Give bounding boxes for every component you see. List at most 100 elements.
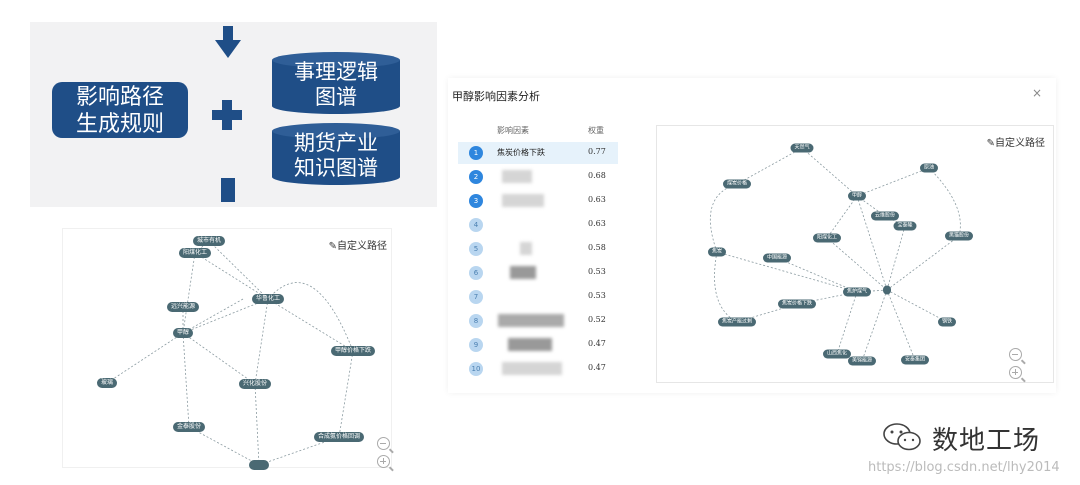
graph-node[interactable]: 焦炭产能过剩 — [717, 317, 757, 327]
close-icon[interactable]: × — [1031, 86, 1042, 100]
col-header-factor: 影响因素 — [497, 126, 529, 135]
weight-value: 0.53 — [588, 291, 606, 300]
logic-graph-cylinder: 事理逻辑 图谱 — [272, 52, 400, 114]
graph-node-hub[interactable] — [883, 285, 891, 295]
graph-node[interactable]: 美锦能源 — [847, 356, 877, 366]
zoom-out-icon[interactable] — [377, 437, 390, 450]
rank-badge: 9 — [469, 338, 483, 352]
rank-badge: 4 — [469, 218, 483, 232]
graph-node[interactable]: 黑猫股份 — [944, 231, 974, 241]
factor-analysis-dialog: 甲醇影响因素分析 × 影响因素 权重 1 焦炭价格下跌 0.77 2 0.68 … — [448, 78, 1056, 393]
graph-node[interactable]: 金泰股份 — [172, 422, 206, 432]
dialog-title: 甲醇影响因素分析 — [452, 90, 540, 103]
graph-node[interactable]: 焦炭价格下跌 — [777, 299, 817, 309]
right-graph-edges — [710, 147, 961, 362]
table-row[interactable]: 2 0.68 — [458, 166, 618, 188]
rules-box: 影响路径 生成规则 — [52, 82, 188, 138]
graph-node[interactable]: 甲醇 — [847, 191, 867, 201]
cyl2-line1: 期货产业 — [294, 131, 378, 155]
graph-node[interactable]: 焦炭 — [707, 247, 727, 257]
source-url: https://blog.csdn.net/lhy2014 — [868, 460, 1060, 475]
redacted-text — [502, 194, 544, 207]
redacted-text — [520, 242, 532, 255]
graph-node[interactable]: 宝泰隆 — [893, 221, 917, 231]
table-row[interactable]: 4 0.63 — [458, 214, 618, 236]
graph-node[interactable]: 中国能源 — [762, 253, 792, 263]
graph-node[interactable]: 阳煤化工 — [812, 233, 842, 243]
rank-badge: 6 — [469, 266, 483, 280]
cyl1-line1: 事理逻辑 — [294, 60, 378, 84]
futures-graph-cylinder: 期货产业 知识图谱 — [272, 123, 400, 185]
graph-node-partial[interactable] — [249, 460, 269, 470]
custom-path-button[interactable]: ✎自定义路径 — [987, 134, 1045, 149]
table-row[interactable]: 8 0.52 — [458, 310, 618, 332]
graph-node[interactable]: 远兴能源 — [166, 302, 200, 312]
redacted-text — [510, 266, 536, 279]
graph-node[interactable]: 山西焦化 — [822, 349, 852, 359]
weight-value: 0.53 — [588, 267, 606, 276]
graph-node[interactable]: 合成氨价格回调 — [313, 432, 365, 442]
redacted-text — [502, 362, 562, 375]
rank-badge: 7 — [469, 290, 483, 304]
wechat-icon — [883, 423, 921, 451]
graph-node[interactable]: 焦炉煤气 — [842, 287, 872, 297]
rank-badge: 2 — [469, 170, 483, 184]
graph-node[interactable]: 煤炭价格 — [722, 179, 752, 189]
graph-node[interactable]: 华鲁化工 — [251, 294, 285, 304]
rank-badge: 3 — [469, 194, 483, 208]
col-header-weight: 权重 — [588, 126, 604, 135]
table-row[interactable]: 6 0.53 — [458, 262, 618, 284]
graph-node[interactable]: 甲醇价格下跌 — [330, 346, 376, 356]
custom-path-button[interactable]: ✎自定义路径 — [329, 237, 387, 252]
edit-icon: ✎ — [986, 138, 995, 149]
weight-value: 0.68 — [588, 171, 606, 180]
weight-value: 0.52 — [588, 315, 606, 324]
weight-value: 0.58 — [588, 243, 606, 252]
graph-node[interactable]: 云维股份 — [870, 211, 900, 221]
table-row[interactable]: 1 焦炭价格下跌 0.77 — [458, 142, 618, 164]
table-row[interactable]: 10 0.47 — [458, 358, 618, 380]
table-row[interactable]: 9 0.47 — [458, 334, 618, 356]
rank-badge: 10 — [469, 362, 483, 376]
factor-name: 焦炭价格下跌 — [497, 148, 545, 157]
redacted-text — [502, 170, 532, 183]
rank-badge: 1 — [469, 146, 483, 160]
zoom-out-icon[interactable] — [1009, 348, 1022, 361]
custom-path-label: 自定义路径 — [337, 241, 387, 252]
weight-value: 0.63 — [588, 195, 606, 204]
connector-bar — [221, 178, 235, 202]
table-row[interactable]: 5 0.58 — [458, 238, 618, 260]
table-row[interactable]: 7 0.53 — [458, 286, 618, 308]
left-knowledge-graph: ✎自定义路径 城市有机 — [62, 228, 392, 470]
arrow-down-icon — [215, 26, 241, 58]
graph-node[interactable]: 兴化股份 — [238, 379, 272, 389]
zoom-in-icon[interactable] — [377, 455, 390, 468]
cyl2-line2: 知识图谱 — [294, 156, 378, 180]
weight-value: 0.47 — [588, 363, 606, 372]
weight-value: 0.47 — [588, 339, 606, 348]
graph-node[interactable]: 原油 — [919, 163, 939, 173]
plus-icon — [212, 100, 242, 130]
redacted-text — [498, 314, 564, 327]
table-row[interactable]: 3 0.63 — [458, 190, 618, 212]
rules-label-line2: 生成规则 — [75, 112, 164, 137]
edit-icon: ✎ — [328, 241, 337, 252]
graph-node[interactable]: 甲醇 — [172, 328, 194, 338]
graph-node[interactable]: 玻璃 — [96, 378, 118, 388]
weight-value: 0.77 — [588, 147, 606, 156]
graph-node[interactable]: 钢铁 — [937, 317, 957, 327]
rank-badge: 8 — [469, 314, 483, 328]
brand-name: 数地工场 — [932, 426, 1041, 456]
graph-node[interactable]: 城市有机 — [192, 236, 226, 246]
left-graph-edges — [106, 240, 354, 466]
redacted-text — [508, 338, 552, 351]
rank-badge: 5 — [469, 242, 483, 256]
weight-value: 0.63 — [588, 219, 606, 228]
rules-label-line1: 影响路径 — [75, 85, 164, 110]
zoom-in-icon[interactable] — [1009, 366, 1022, 379]
right-knowledge-graph: ✎自定义路径 — [656, 125, 1054, 383]
graph-node[interactable]: 阳煤化工 — [178, 248, 212, 258]
graph-node[interactable]: 安泰集团 — [900, 355, 930, 365]
graph-node[interactable]: 天然气 — [790, 143, 814, 153]
